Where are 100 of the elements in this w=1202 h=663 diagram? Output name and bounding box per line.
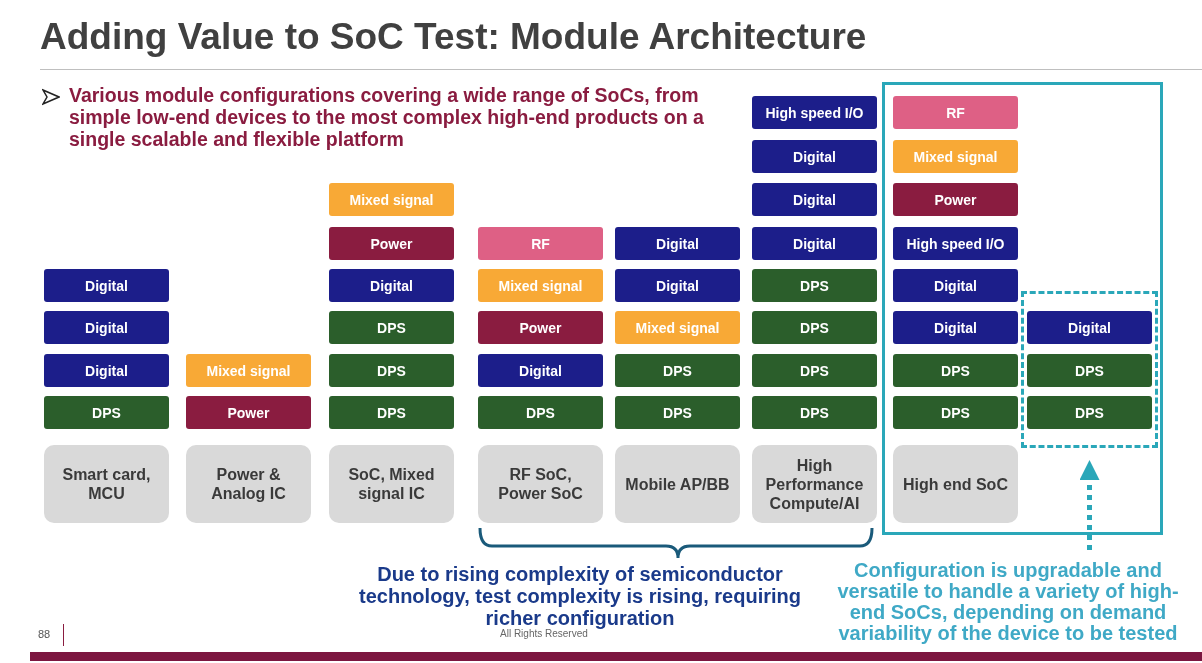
module-label: DPS: [1075, 362, 1104, 379]
module-block: [615, 269, 740, 302]
module-block: [44, 354, 169, 387]
category-label: High Performance Compute/AI: [764, 455, 865, 513]
slide-title: Adding Value to SoC Test: Module Architecture: [40, 16, 867, 58]
category-box: [186, 445, 311, 523]
page-number: 88: [38, 628, 51, 640]
module-block: [893, 354, 1018, 387]
module-label: Mixed signal: [498, 277, 583, 294]
module-block: [186, 396, 311, 429]
category-label: RF SoC, Power SoC: [497, 465, 584, 503]
module-label: Mixed signal: [913, 148, 998, 165]
category-label: Smart card, MCU: [61, 465, 152, 503]
module-block: [893, 396, 1018, 429]
module-block: [478, 269, 603, 302]
module-block: [615, 227, 740, 260]
module-label: DPS: [92, 404, 121, 421]
module-label: Digital: [519, 362, 562, 379]
module-label: Digital: [656, 277, 699, 294]
module-block: [1027, 396, 1152, 429]
module-label: Digital: [370, 277, 413, 294]
module-label: DPS: [377, 404, 406, 421]
module-block: [329, 396, 454, 429]
module-label: Digital: [1068, 319, 1111, 336]
module-block: [615, 396, 740, 429]
module-block: [478, 311, 603, 344]
module-label: High speed I/O: [906, 235, 1005, 252]
category-label: Power & Analog IC: [210, 465, 287, 503]
module-label: Digital: [656, 235, 699, 252]
module-block: [478, 396, 603, 429]
module-block: [329, 311, 454, 344]
module-label: Power: [370, 235, 413, 252]
module-block: [1027, 354, 1152, 387]
module-label: DPS: [526, 404, 555, 421]
module-block: [752, 140, 877, 173]
module-block: [186, 354, 311, 387]
module-label: RF: [946, 104, 965, 121]
category-label: Mobile AP/BB: [625, 474, 730, 494]
frame: [882, 82, 1163, 535]
module-block: [752, 227, 877, 260]
module-block: [752, 96, 877, 129]
module-label: Digital: [934, 319, 977, 336]
module-block: [893, 140, 1018, 173]
module-block: [893, 311, 1018, 344]
category-box: [478, 445, 603, 523]
module-label: Digital: [793, 148, 836, 165]
module-label: DPS: [663, 404, 692, 421]
module-label: Digital: [793, 235, 836, 252]
module-block: [44, 396, 169, 429]
category-label: High end SoC: [903, 474, 1008, 494]
module-label: DPS: [377, 319, 406, 336]
category-box: [329, 445, 454, 523]
module-block: [893, 96, 1018, 129]
module-label: DPS: [800, 277, 829, 294]
module-label: Power: [519, 319, 562, 336]
module-label: DPS: [800, 319, 829, 336]
module-label: DPS: [800, 404, 829, 421]
module-label: High speed I/O: [765, 104, 864, 121]
category-box: [752, 445, 877, 523]
module-label: Digital: [85, 277, 128, 294]
module-label: Power: [934, 191, 977, 208]
module-label: Power: [227, 404, 270, 421]
dashed-frame: [1021, 291, 1158, 448]
module-block: [44, 311, 169, 344]
category-box: [893, 445, 1018, 523]
category-box: [44, 445, 169, 523]
module-label: RF: [531, 235, 550, 252]
module-block: [329, 183, 454, 216]
module-block: [329, 354, 454, 387]
category-label: SoC, Mixed signal IC: [347, 465, 436, 503]
module-block: [615, 311, 740, 344]
module-block: [752, 269, 877, 302]
module-label: DPS: [941, 362, 970, 379]
dotted-arrow: [1079, 460, 1100, 550]
module-label: DPS: [663, 362, 692, 379]
module-block: [478, 227, 603, 260]
module-block: [893, 269, 1018, 302]
module-block: [752, 311, 877, 344]
module-block: [478, 354, 603, 387]
module-label: Digital: [793, 191, 836, 208]
module-block: [752, 354, 877, 387]
copyright-text: All Rights Reserved: [500, 628, 588, 639]
complexity-note: Due to rising complexity of semiconductor technology, test complexity is rising, requiring richer configuration: [358, 563, 802, 629]
module-block: [893, 227, 1018, 260]
module-label: Mixed signal: [635, 319, 720, 336]
module-label: Digital: [85, 319, 128, 336]
module-label: Mixed signal: [206, 362, 291, 379]
note-text: Configuration is upgradable and versatile to handle a variety of high-end SoCs, depending on demand variability of the device to be tested: [836, 560, 1180, 644]
module-block: [1027, 311, 1152, 344]
module-label: Digital: [85, 362, 128, 379]
module-block: [329, 269, 454, 302]
module-block: [329, 227, 454, 260]
module-block: [752, 183, 877, 216]
category-box: [615, 445, 740, 523]
module-label: DPS: [941, 404, 970, 421]
module-block: [44, 269, 169, 302]
module-label: Mixed signal: [349, 191, 434, 208]
module-label: DPS: [800, 362, 829, 379]
module-block: [893, 183, 1018, 216]
module-label: DPS: [1075, 404, 1104, 421]
